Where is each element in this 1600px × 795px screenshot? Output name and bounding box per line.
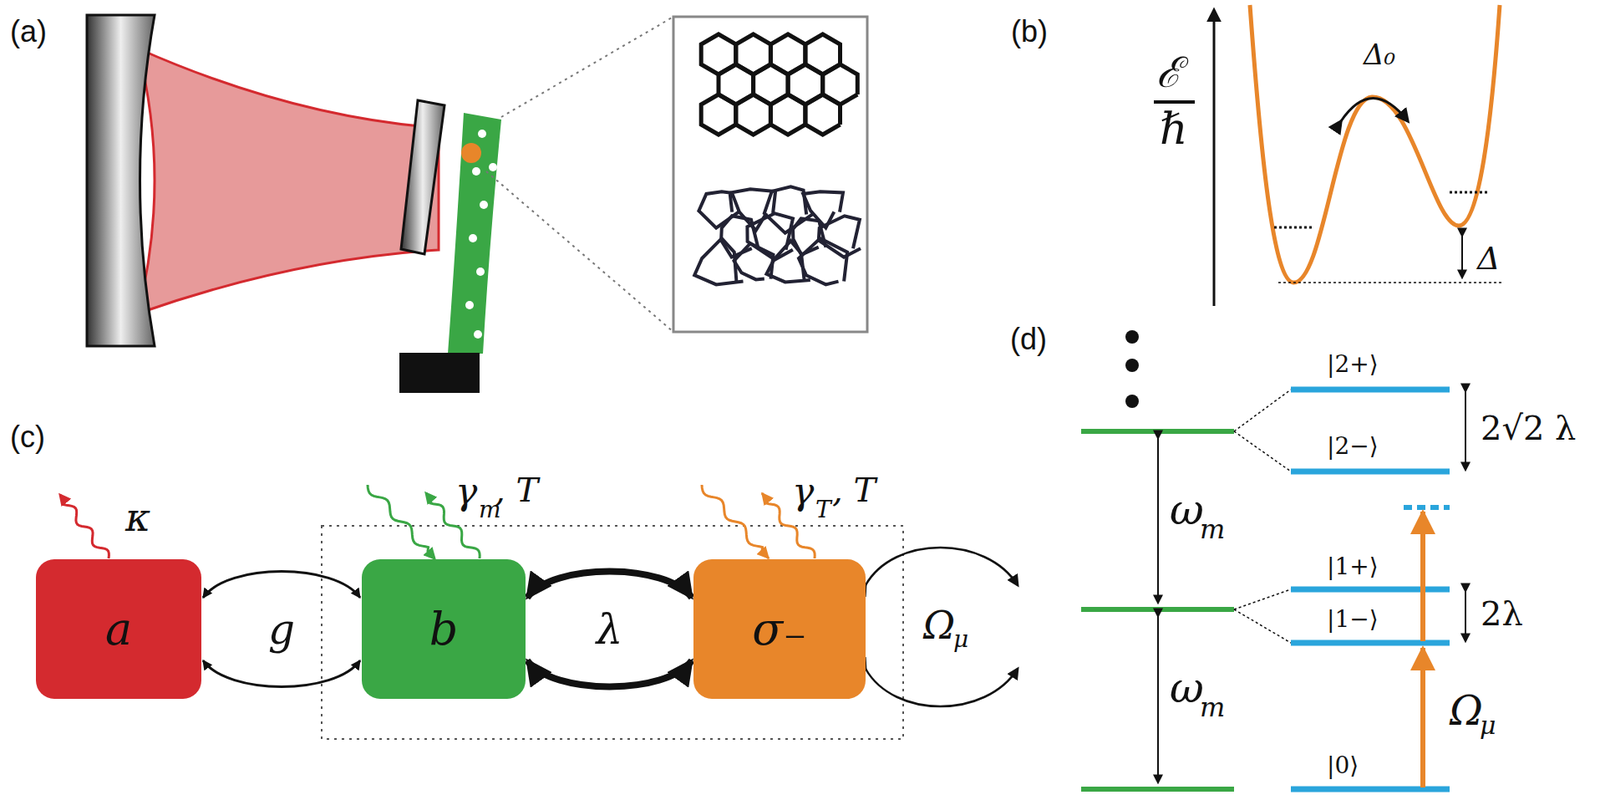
symbol-label: Ω: [1449, 690, 1484, 731]
symbol-label: T: [815, 497, 832, 522]
mode-symbol: b: [429, 602, 459, 656]
mode-box: b: [361, 558, 526, 699]
mode-box: a: [35, 558, 202, 699]
symbol-label: ℏ: [1159, 106, 1189, 151]
symbol-label: ω: [1169, 666, 1204, 709]
symbol-label: , T: [832, 472, 876, 507]
coupling-label: g: [268, 608, 295, 651]
coupling-arrow: [203, 571, 361, 687]
symbol-label: |1−⟩: [1326, 607, 1379, 631]
symbol-label: γ: [455, 472, 478, 510]
panel-letter: (a): [10, 16, 47, 47]
symbol-label: Ω: [923, 605, 955, 645]
symbol-label: |2+⟩: [1326, 352, 1379, 376]
symbol-label: μ: [953, 627, 969, 651]
mode-symbol: a: [105, 602, 133, 656]
panel-letter: (b): [1010, 16, 1048, 47]
symbol-label: m: [1199, 693, 1225, 721]
symbol-label: γ: [792, 472, 814, 510]
symbol-label: μ: [1479, 712, 1497, 738]
symbol-label: m: [1199, 515, 1225, 543]
symbol-label: |0⟩: [1326, 753, 1359, 778]
panel-letter: (c): [10, 421, 46, 453]
coupling-label: λ: [596, 608, 624, 651]
symbol-label: |2−⟩: [1326, 434, 1379, 458]
symbol-label: 2λ: [1480, 596, 1524, 630]
symbol-label: Δ: [1477, 242, 1500, 275]
symbol-label: ω: [1169, 488, 1204, 531]
mode-symbol: σ₋: [751, 602, 807, 656]
coupling-arrow: [527, 571, 692, 687]
symbol-label: Δ₀: [1363, 40, 1396, 69]
symbol-label: |1+⟩: [1326, 554, 1379, 579]
symbol-label: , T: [494, 472, 539, 507]
symbol-label: ℰ: [1156, 51, 1182, 94]
panel-letter: (d): [1010, 324, 1047, 355]
mode-box: σ₋: [693, 558, 866, 699]
symbol-label: 2√2 λ: [1480, 411, 1576, 445]
symbol-label: κ: [125, 497, 151, 537]
